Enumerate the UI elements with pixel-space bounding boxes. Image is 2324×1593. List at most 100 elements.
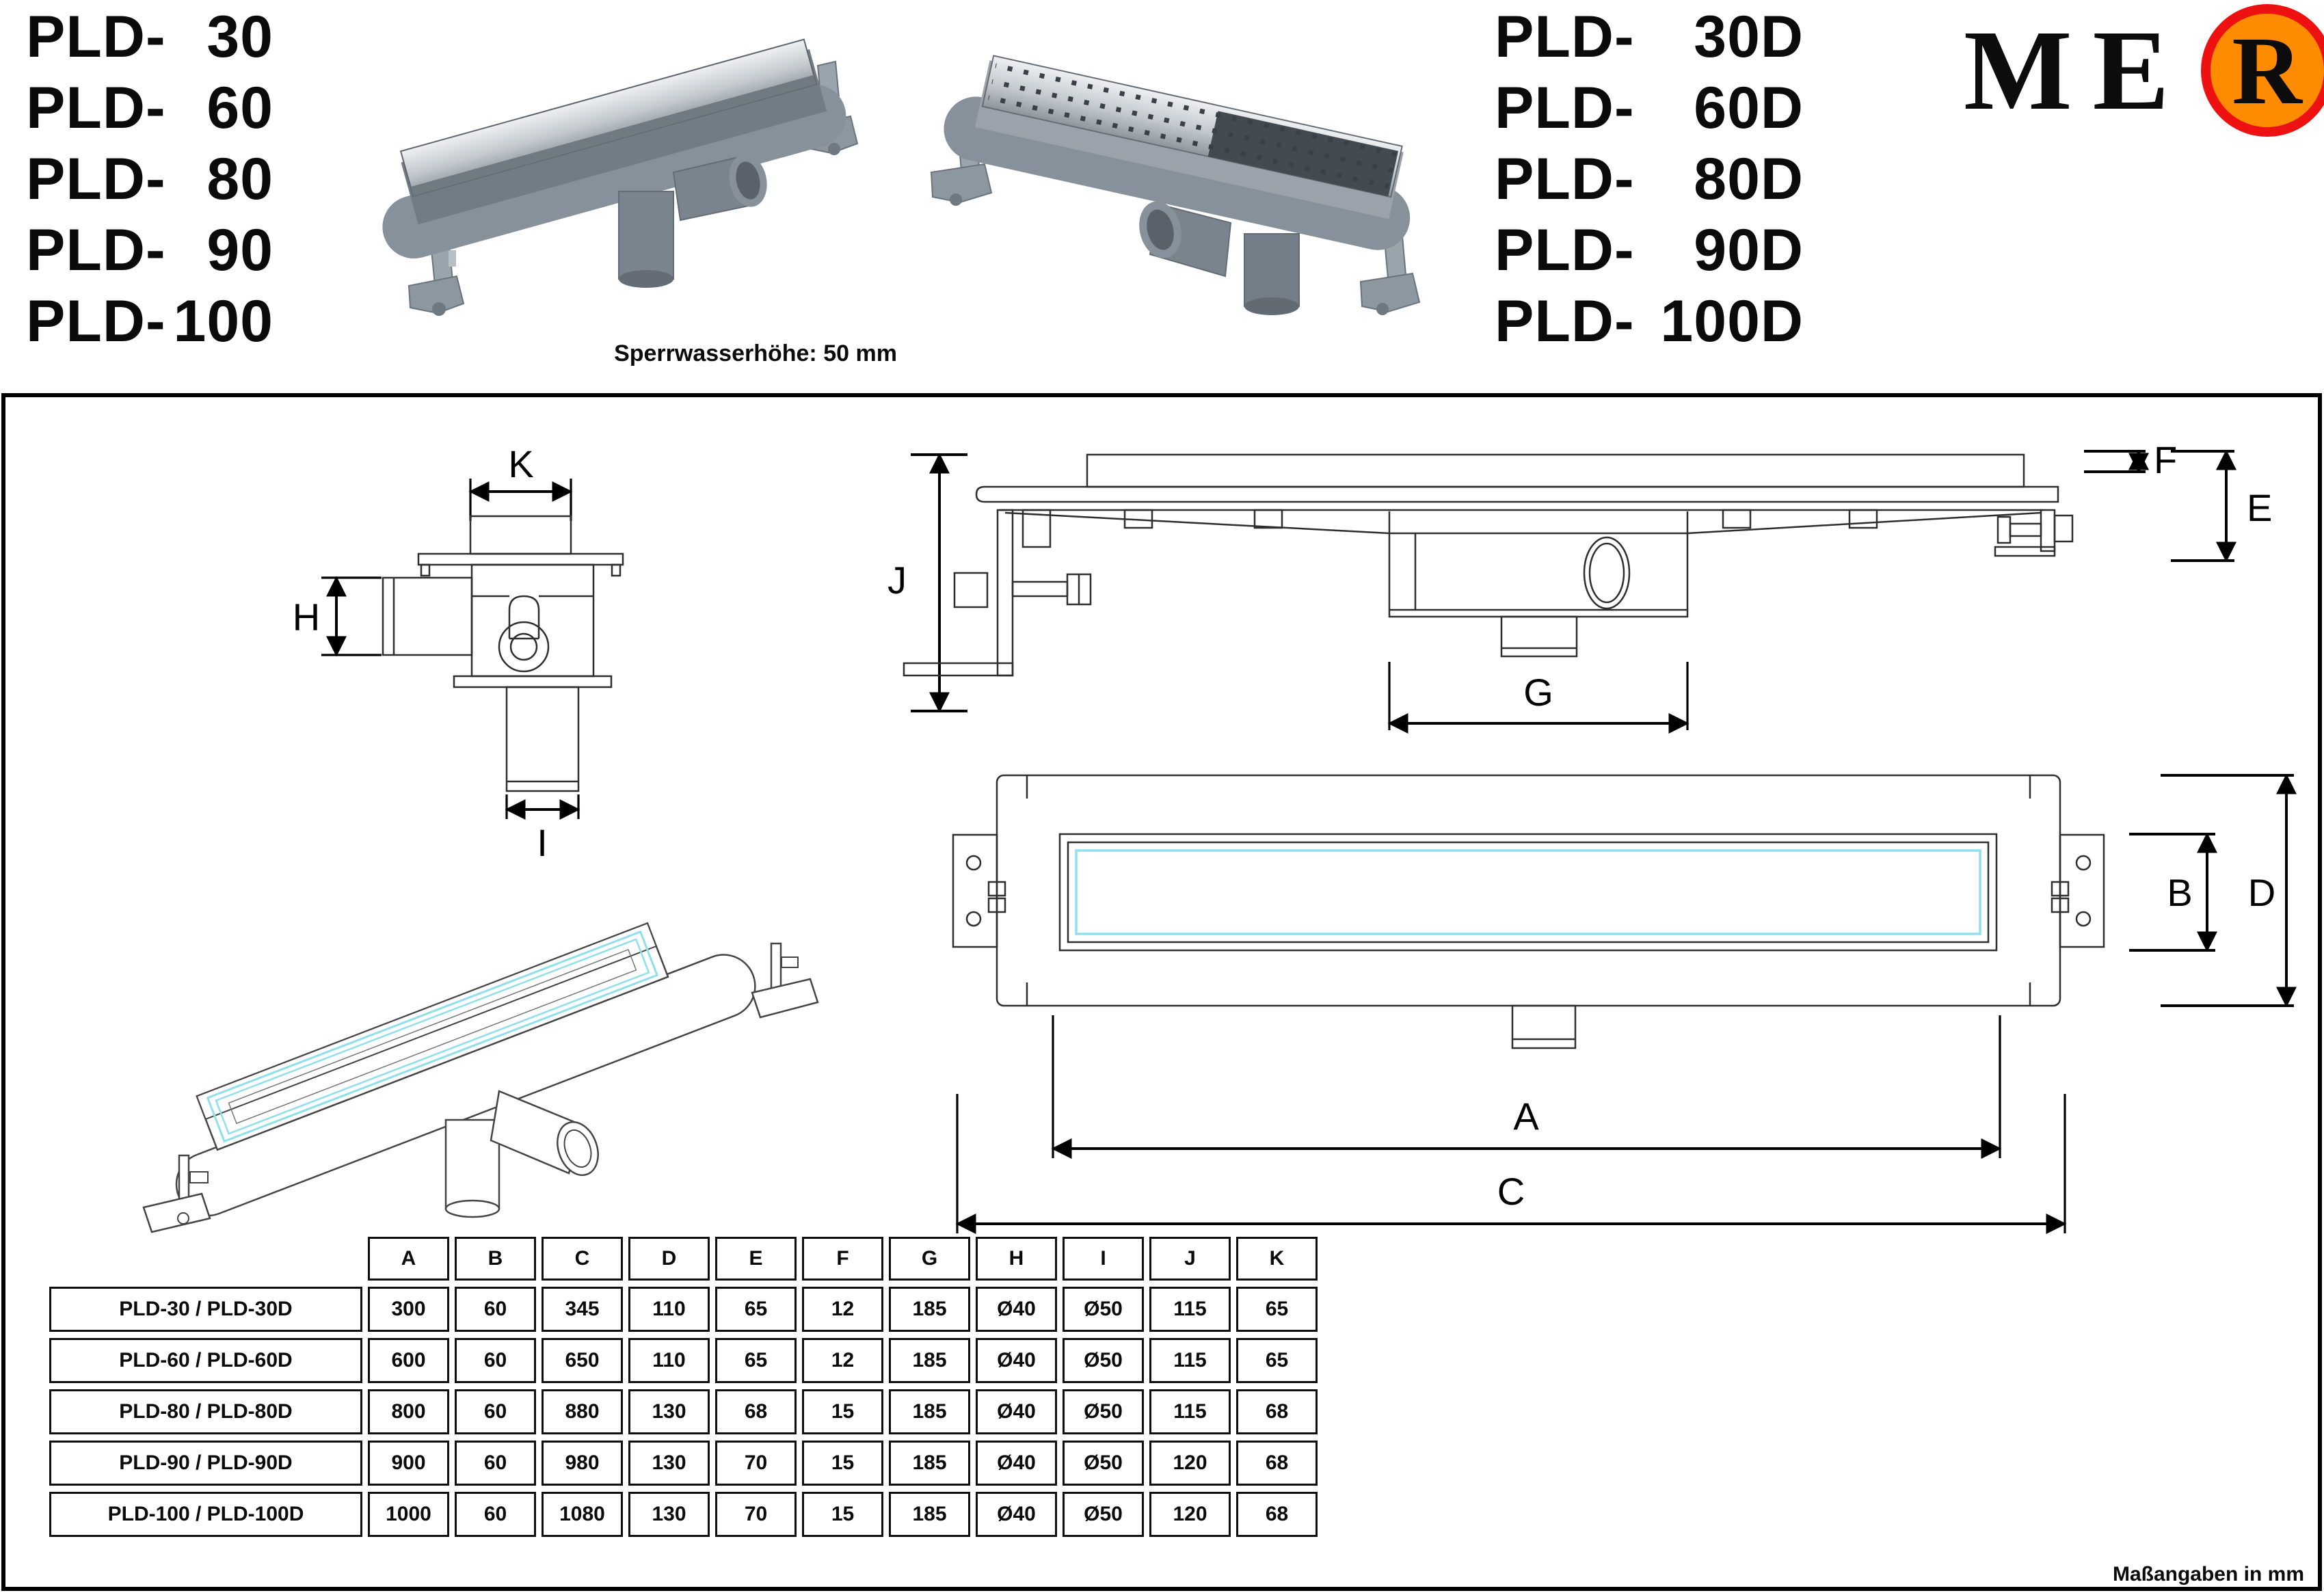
dim-label-E: E <box>2247 486 2272 529</box>
cell: Ø40 <box>976 1441 1057 1486</box>
model-name: PLD- 100D <box>1495 286 1804 357</box>
model-prefix: PLD- <box>26 75 166 141</box>
row-label: PLD-30 / PLD-30D <box>49 1287 362 1332</box>
cell: 130 <box>628 1492 710 1537</box>
mert-logo: ME R T <box>1964 4 2324 137</box>
drawing-isometric-view <box>142 922 819 1233</box>
cell: 68 <box>715 1389 797 1434</box>
col-header: J <box>1149 1237 1231 1281</box>
cell: 185 <box>889 1338 970 1383</box>
cell: 68 <box>1236 1441 1318 1486</box>
logo-letter-r: R <box>2232 16 2302 124</box>
product-photo-perforated-grate <box>930 55 1421 315</box>
dimensions-table: A B C D E F G H I J K PLD-30 / PLD-30D 3… <box>44 1231 1323 1543</box>
model-size: 60 <box>206 75 273 141</box>
cell: Ø40 <box>976 1287 1057 1332</box>
drawing-top-view: B D A C <box>952 773 2297 1234</box>
cell: 120 <box>1149 1492 1231 1537</box>
model-name: PLD-80D <box>1495 144 1804 215</box>
adjustable-foot-left <box>903 509 1092 677</box>
dim-label-F: F <box>2154 438 2177 481</box>
cell: 110 <box>628 1287 710 1332</box>
dim-label-K: K <box>508 442 533 485</box>
dim-label-C: C <box>1497 1170 1525 1213</box>
row-label: PLD-60 / PLD-60D <box>49 1338 362 1383</box>
dim-label-B: B <box>2167 871 2192 914</box>
cell: 110 <box>628 1338 710 1383</box>
model-name: PLD-30D <box>1495 1 1804 72</box>
model-name: PLD-30 <box>26 1 273 72</box>
table-row: PLD-80 / PLD-80D 800 60 880 130 68 15 18… <box>49 1389 1318 1434</box>
table-row: PLD-100 / PLD-100D 1000 60 1080 130 70 1… <box>49 1492 1318 1537</box>
drawing-cross-section-view: K H <box>293 442 624 864</box>
dimension-D: D <box>2161 773 2297 1008</box>
col-header: I <box>1063 1237 1144 1281</box>
cell: 12 <box>802 1287 883 1332</box>
cell: 65 <box>1236 1338 1318 1383</box>
logo-registered-circle-icon: R <box>2200 4 2324 137</box>
cell: 650 <box>542 1338 623 1383</box>
dimension-H: H <box>293 576 382 657</box>
table-row: PLD-60 / PLD-60D 600 60 650 110 65 12 18… <box>49 1338 1318 1383</box>
col-header: B <box>455 1237 536 1281</box>
model-prefix: PLD- <box>26 217 166 283</box>
cell: 60 <box>455 1389 536 1434</box>
cell: 900 <box>368 1441 449 1486</box>
table-header-row: A B C D E F G H I J K <box>49 1237 1318 1281</box>
dimension-C: C <box>955 1094 2067 1234</box>
cell: 15 <box>802 1441 883 1486</box>
siphon-trap-body <box>382 563 613 688</box>
cell: Ø50 <box>1063 1492 1144 1537</box>
col-header: K <box>1236 1237 1318 1281</box>
cell: 800 <box>368 1389 449 1434</box>
siphon-trap-side <box>1388 511 1689 658</box>
dimension-J: J <box>887 453 967 713</box>
dim-label-G: G <box>1523 671 1553 714</box>
logo-letters-me: ME <box>1964 7 2190 134</box>
channel-top-outline <box>996 774 2061 1049</box>
col-header: D <box>628 1237 710 1281</box>
dimension-A: A <box>1051 1015 2002 1159</box>
cell: 185 <box>889 1492 970 1537</box>
vertical-outlet-pipe <box>505 686 580 792</box>
cell: 60 <box>455 1338 536 1383</box>
model-name: PLD-80 <box>26 144 273 215</box>
cell: 600 <box>368 1338 449 1383</box>
row-label: PLD-80 / PLD-80D <box>49 1389 362 1434</box>
drain-outlet-pipes <box>1139 201 1300 315</box>
drain-channel-body <box>944 55 1411 250</box>
model-name: PLD-90D <box>1495 215 1804 286</box>
water-seal-note: Sperrwasserhöhe: 50 mm <box>614 340 897 366</box>
dimension-G: G <box>1387 662 1689 734</box>
cell: 1000 <box>368 1492 449 1537</box>
col-header: F <box>802 1237 883 1281</box>
model-prefix: PLD- <box>26 4 166 70</box>
cell: 68 <box>1236 1389 1318 1434</box>
row-label: PLD-100 / PLD-100D <box>49 1492 362 1537</box>
model-list-left: PLD-30 PLD-60 PLD-80 PLD-90 PLD-100 <box>26 1 273 357</box>
model-size: 100D <box>1660 289 1804 354</box>
model-prefix: PLD- <box>1495 289 1635 354</box>
isometric-foot-left <box>142 1154 211 1233</box>
model-name: PLD- 60 <box>26 72 273 144</box>
cell: 68 <box>1236 1492 1318 1537</box>
col-header: A <box>368 1237 449 1281</box>
cell: 300 <box>368 1287 449 1332</box>
cell: Ø40 <box>976 1389 1057 1434</box>
mounting-bracket-right <box>2051 833 2105 948</box>
cell: 980 <box>542 1441 623 1486</box>
model-prefix: PLD- <box>1495 4 1635 70</box>
isometric-channel <box>175 922 756 1217</box>
dim-label-H: H <box>293 595 320 639</box>
cell: 185 <box>889 1441 970 1486</box>
dim-label-J: J <box>887 559 907 602</box>
model-prefix: PLD- <box>1495 217 1635 283</box>
cell: 185 <box>889 1287 970 1332</box>
table-corner-cell <box>49 1237 362 1281</box>
model-size: 90 <box>206 217 273 283</box>
col-header: H <box>976 1237 1057 1281</box>
cell: 65 <box>715 1287 797 1332</box>
cell: 185 <box>889 1389 970 1434</box>
dimension-I: I <box>505 794 580 864</box>
